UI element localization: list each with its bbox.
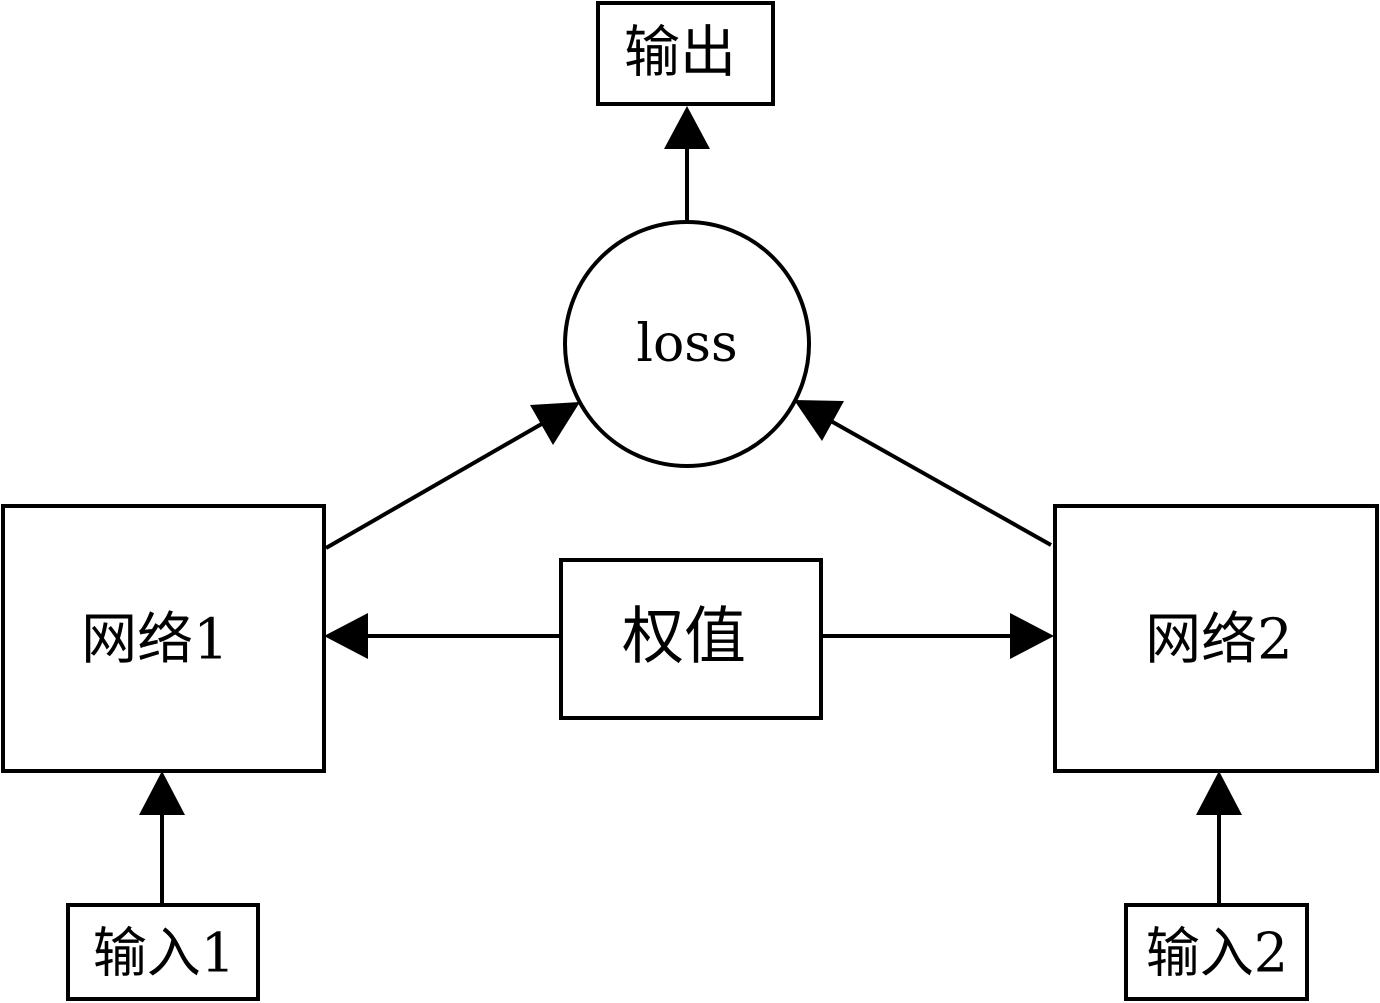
node-network2: 网络2	[1053, 504, 1379, 773]
edge-weights-to-network1	[324, 613, 559, 659]
node-output: 输出	[596, 1, 775, 106]
edge-loss-to-output	[664, 106, 710, 222]
node-input1: 输入1	[66, 903, 260, 1001]
arrowhead-icon	[139, 771, 185, 815]
node-network1-label: 网络1	[81, 608, 229, 673]
node-output-label: 输出	[624, 21, 736, 86]
edge-network1-to-loss	[325, 402, 580, 550]
node-network2-label: 网络2	[1145, 608, 1293, 673]
node-input1-label: 输入1	[93, 922, 235, 985]
arrowhead-icon	[324, 613, 368, 659]
node-network1: 网络1	[1, 504, 326, 773]
arrowhead-icon	[530, 402, 580, 445]
node-loss-label: loss	[636, 314, 737, 374]
edge-input1-to-network1	[139, 771, 185, 903]
node-input2-label: 输入2	[1146, 922, 1288, 985]
edges	[139, 106, 1242, 903]
edge-network2-to-loss	[794, 400, 1052, 547]
arrowhead-icon	[1196, 771, 1242, 815]
edge-input2-to-network2	[1196, 771, 1242, 903]
arrowhead-icon	[794, 400, 844, 441]
node-input2: 输入2	[1124, 903, 1309, 1001]
edge-weights-to-network2	[822, 613, 1054, 659]
node-weights: 权值	[559, 558, 823, 720]
arrowhead-icon	[1010, 613, 1054, 659]
node-weights-label: 权值	[622, 600, 746, 673]
arrowhead-icon	[664, 106, 710, 149]
node-loss: loss	[563, 220, 811, 468]
